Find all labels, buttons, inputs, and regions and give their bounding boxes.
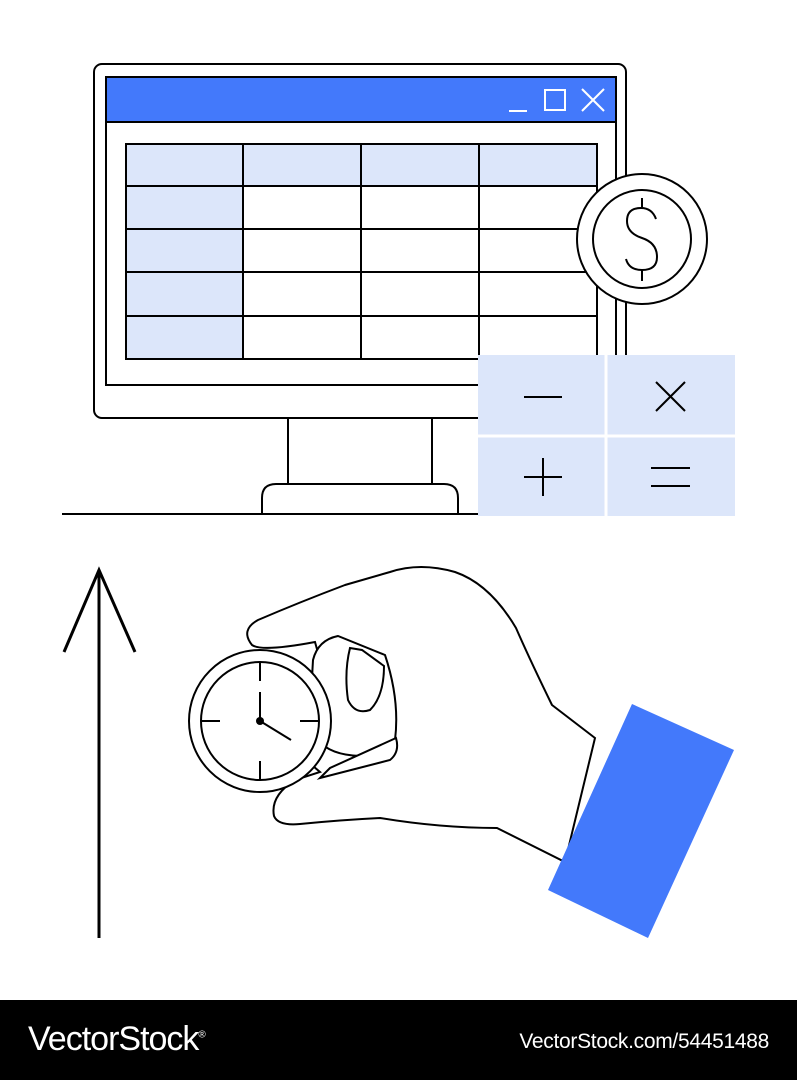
fingers <box>316 736 399 780</box>
sleeve <box>548 704 734 938</box>
monitor-neck <box>287 417 433 485</box>
illustration <box>62 63 735 938</box>
maximize-icon[interactable] <box>544 89 566 111</box>
equals-icon[interactable] <box>651 467 690 487</box>
dollar-coin-icon <box>576 173 708 305</box>
multiply-icon[interactable] <box>655 381 686 412</box>
footer-bar: VectorStock® VectorStock.com/54451488 <box>0 1000 797 1080</box>
calculator-keypad <box>478 355 735 516</box>
plus-icon[interactable] <box>524 458 562 496</box>
image-id: VectorStock.com/54451488 <box>519 1030 769 1053</box>
stopwatch-icon <box>188 649 332 793</box>
hand-with-stopwatch <box>188 566 734 938</box>
brand-name: VectorStock <box>28 1020 199 1058</box>
thumb <box>311 634 398 758</box>
window-titlebar <box>105 76 617 123</box>
window-controls[interactable] <box>509 88 605 112</box>
monitor-base <box>261 483 459 514</box>
close-icon[interactable] <box>581 88 605 112</box>
registered-mark: ® <box>198 1029 205 1041</box>
up-arrow-icon <box>62 566 137 938</box>
brand-logo: VectorStock® <box>28 1020 206 1059</box>
spreadsheet-table <box>125 143 598 360</box>
thumbnail <box>345 646 386 713</box>
